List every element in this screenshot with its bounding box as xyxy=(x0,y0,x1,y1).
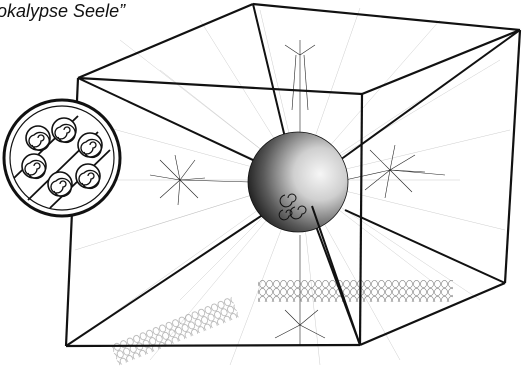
coil-bottom-left xyxy=(111,296,240,365)
coil-callout xyxy=(4,100,120,216)
central-sphere xyxy=(248,132,348,232)
coil-bottom-right xyxy=(258,280,453,302)
star-burst-right xyxy=(345,145,445,198)
front-diagonal xyxy=(312,206,360,345)
